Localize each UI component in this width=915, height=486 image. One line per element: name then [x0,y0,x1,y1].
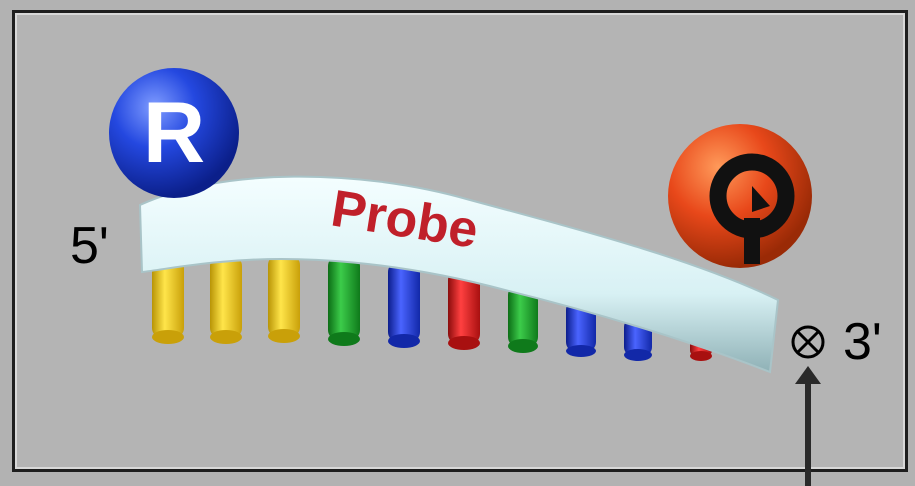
base-5 [388,262,420,348]
base-4 [328,256,360,346]
up-arrow-icon [795,366,821,486]
circled-times-icon [793,327,823,357]
reporter-letter: R [143,85,205,181]
quencher-sphere [668,124,812,268]
reporter-sphere: R [109,68,239,198]
base-3 [268,255,300,343]
base-2 [210,256,242,344]
three-prime-label: 3' [843,316,882,368]
five-prime-label: 5' [70,220,109,272]
